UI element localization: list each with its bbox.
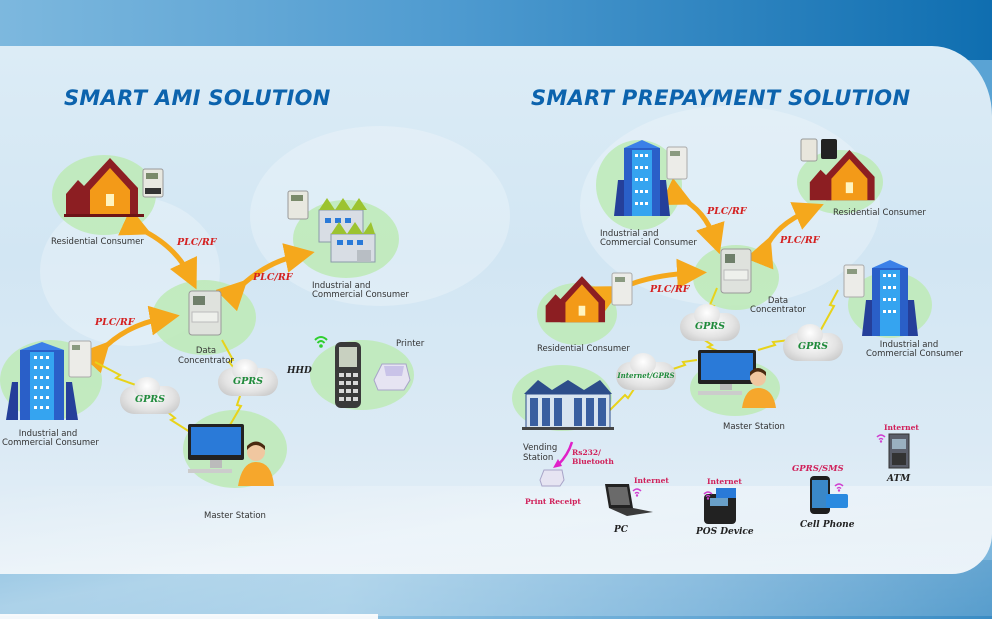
- rs232-label-l1: Rs232/: [572, 448, 601, 457]
- wifi-icon: [314, 336, 328, 348]
- ami-title: SMART AMI SOLUTION: [64, 86, 331, 110]
- internet-gprs-cloud: Internet/GPRS: [616, 353, 676, 390]
- tower-icon: [614, 140, 670, 216]
- pp-concentrator-label-l2: Concentrator: [750, 305, 806, 315]
- wifi-icon: [632, 488, 642, 497]
- master-station-label: Master Station: [204, 511, 266, 521]
- tower-icon: [862, 260, 918, 336]
- pc-label: PC: [614, 525, 628, 535]
- meter-icon: [68, 340, 92, 378]
- print-receipt-label: Print Receipt: [525, 497, 581, 506]
- house-icon: [64, 158, 144, 217]
- meter-icon: [843, 264, 865, 298]
- pp-master-station-label: Master Station: [723, 422, 785, 432]
- atm-channel-label: Internet: [884, 423, 919, 432]
- pos-channel-label: Internet: [707, 477, 742, 486]
- keypad-meter-icon: [800, 138, 837, 162]
- house-icon: [545, 276, 606, 323]
- residential-label: Residential Consumer: [51, 237, 144, 247]
- gprs-cloud: GPRS: [680, 304, 740, 341]
- hhd-label: HHD: [287, 366, 312, 376]
- factory-icon: [318, 198, 376, 263]
- pc-channel-label: Internet: [634, 476, 669, 485]
- industrial-left-label-l1: Industrial and: [18, 429, 78, 439]
- plc-rf-label: PLC/RF: [253, 272, 293, 283]
- rs232-label-l2: Bluetooth: [572, 457, 614, 466]
- pos-label: POS Device: [696, 527, 754, 537]
- operator-icon: [238, 441, 274, 486]
- meter-icon: [666, 146, 688, 180]
- plc-rf-label: PLC/RF: [650, 284, 690, 295]
- gprs-cloud: GPRS: [120, 377, 180, 414]
- vending-station-icon: [522, 380, 614, 430]
- computer-icon: [698, 350, 756, 395]
- tower-icon: [6, 342, 78, 420]
- wifi-icon: [703, 491, 713, 500]
- pp-industrial-right-label-l1: Industrial and: [879, 340, 939, 350]
- plc-rf-label: PLC/RF: [707, 206, 747, 217]
- concentrator-icon: [720, 248, 752, 294]
- concentrator-label-l1: Data: [195, 346, 217, 356]
- atm-icon: [888, 433, 910, 469]
- wifi-icon: [876, 434, 886, 443]
- cell-channel-label: GPRS/SMS: [792, 464, 844, 474]
- operator-icon: [742, 368, 776, 408]
- industrial-label-l2: Commercial Consumer: [312, 290, 409, 300]
- plc-rf-label: PLC/RF: [780, 235, 820, 246]
- pp-industrial-right-label-l2: Commercial Consumer: [866, 349, 963, 359]
- pp-residential-left-label: Residential Consumer: [537, 344, 630, 354]
- pp-industrial-label-l2: Commercial Consumer: [600, 238, 697, 248]
- pp-industrial-label-l1: Industrial and: [600, 229, 659, 239]
- industrial-label-l1: Industrial and: [312, 281, 371, 291]
- meter-icon: [611, 272, 633, 306]
- concentrator-icon: [188, 290, 222, 336]
- industrial-left-label-l2: Commercial Consumer: [2, 438, 99, 448]
- house-icon: [809, 149, 875, 201]
- computer-icon: [188, 424, 244, 473]
- receipt-printer-icon: [539, 469, 565, 487]
- pp-residential-label: Residential Consumer: [833, 208, 926, 218]
- cell-phone-icon: [810, 476, 848, 514]
- cell-phone-label: Cell Phone: [800, 520, 855, 530]
- pos-terminal-icon: [704, 488, 736, 524]
- plc-rf-label: PLC/RF: [95, 317, 135, 328]
- printer-label: Printer: [396, 339, 425, 349]
- laptop-icon: [605, 484, 653, 516]
- meter-icon: [142, 168, 164, 198]
- footer-strip: [0, 614, 378, 619]
- meter-icon: [287, 190, 309, 220]
- prepayment-title: SMART PREPAYMENT SOLUTION: [531, 86, 911, 110]
- pp-concentrator-label-l1: Data: [767, 296, 789, 306]
- atm-label: ATM: [887, 474, 911, 484]
- plc-rf-label: PLC/RF: [177, 237, 217, 248]
- handheld-device-icon: [335, 342, 361, 408]
- concentrator-label-l2: Concentrator: [178, 356, 234, 366]
- vending-label-l1: Vending: [523, 443, 558, 453]
- vending-label-l2: Station: [523, 453, 554, 463]
- wifi-icon: [834, 483, 844, 492]
- gprs-cloud: GPRS: [783, 324, 843, 361]
- printer-icon: [373, 363, 411, 391]
- gprs-cloud: GPRS: [218, 359, 278, 396]
